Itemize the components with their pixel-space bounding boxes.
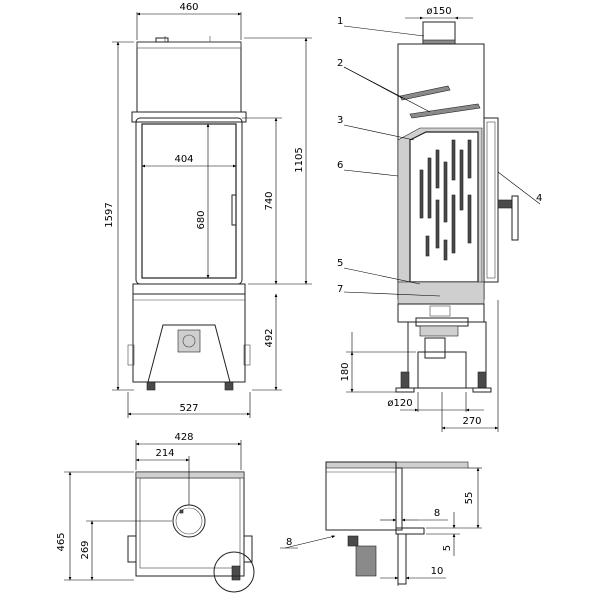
dim-body-height: 1105 [294, 147, 305, 172]
callout-7: 7 [337, 284, 343, 295]
dim-base-height: 492 [264, 328, 275, 347]
callout-6: 6 [337, 160, 343, 171]
dim-top-view-depth: 465 [56, 532, 67, 551]
dim-door-height: 740 [264, 191, 275, 210]
dim-air-diameter: ø120 [387, 398, 412, 409]
dim-flue-offset-y: 269 [80, 540, 91, 559]
callout-4: 4 [536, 193, 542, 204]
dim-flue-diameter: ø150 [426, 6, 451, 17]
dim-total-height: 1597 [104, 202, 115, 227]
callout-5: 5 [337, 258, 343, 269]
callout-2: 2 [337, 58, 343, 69]
dim-flue-offset-x: 214 [155, 448, 174, 459]
top-view: 428 214 465 269 [56, 432, 255, 593]
front-view: 460 404 527 1597 1105 740 680 492 [104, 2, 312, 418]
dim-air-height: 180 [340, 362, 351, 381]
dim-inner-width: 404 [174, 154, 193, 165]
dim-glass-height: 680 [196, 210, 207, 229]
dim-top-width: 460 [179, 2, 198, 13]
dim-detail-5: 5 [442, 545, 453, 551]
dim-detail-55: 55 [464, 492, 475, 505]
side-view: ø150 ø120 180 270 1 2 3 6 4 5 7 [337, 6, 542, 432]
dim-bottom-width: 527 [179, 403, 198, 414]
dim-detail-10: 10 [431, 566, 444, 577]
callout-8: 8 [286, 537, 292, 548]
dim-top-view-width: 428 [174, 432, 193, 443]
callout-3: 3 [337, 115, 343, 126]
callout-1: 1 [337, 16, 343, 27]
dim-depth: 270 [462, 416, 481, 427]
detail-view: 55 8 5 10 8 [280, 461, 482, 586]
dim-detail-8: 8 [434, 508, 440, 519]
